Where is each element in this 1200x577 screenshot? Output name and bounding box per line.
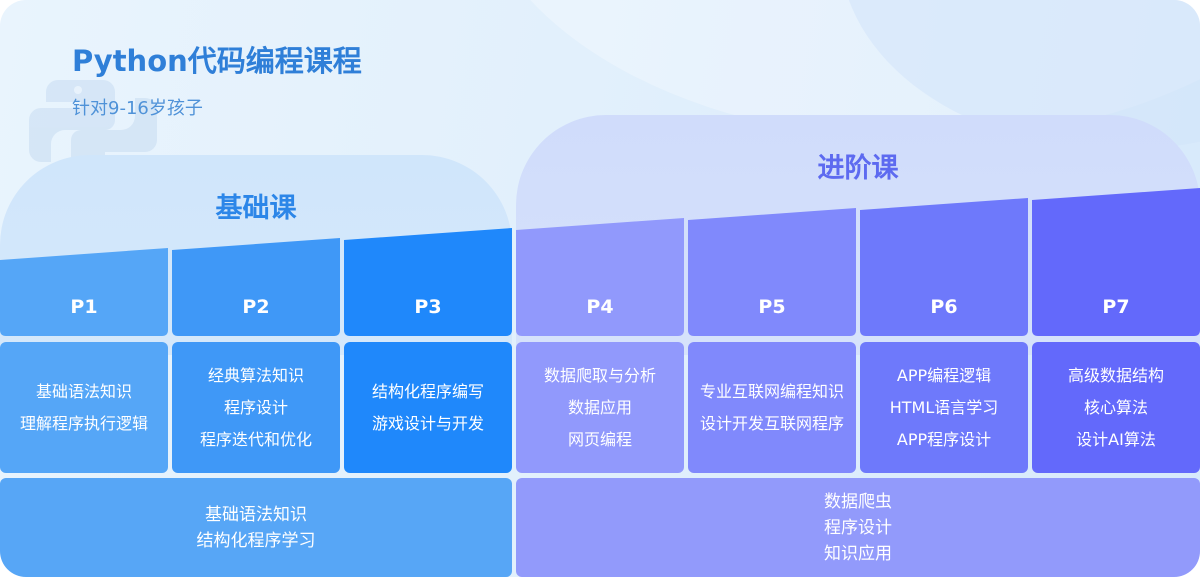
level-label: P7 bbox=[1102, 296, 1130, 318]
advanced-summary: 数据爬虫 程序设计 知识应用 bbox=[516, 478, 1200, 577]
topic-item: 数据爬取与分析 bbox=[543, 365, 656, 385]
level-header-p5: P5 bbox=[688, 208, 856, 336]
level-header-shape bbox=[344, 228, 512, 336]
level-header-shape bbox=[0, 248, 168, 336]
level-label: P3 bbox=[414, 296, 442, 318]
basic-section-title: 基础课 bbox=[215, 193, 297, 224]
topic-item: APP程序设计 bbox=[896, 429, 992, 449]
level-header-shape bbox=[688, 208, 856, 336]
summary-item: 数据爬虫 bbox=[824, 491, 892, 512]
basic-summary: 基础语法知识 结构化程序学习 bbox=[0, 478, 512, 577]
level-header-p7: P7 bbox=[1032, 188, 1200, 336]
summary-item: 基础语法知识 bbox=[205, 504, 307, 525]
topic-item: 经典算法知识 bbox=[207, 365, 304, 385]
level-topics-p4: 数据爬取与分析 数据应用 网页编程 bbox=[516, 342, 684, 473]
topic-item: APP编程逻辑 bbox=[896, 365, 992, 385]
topic-item: 核心算法 bbox=[1083, 397, 1148, 417]
topic-item: HTML语言学习 bbox=[889, 397, 999, 417]
level-header-p4: P4 bbox=[516, 218, 684, 336]
topic-item: 基础语法知识 bbox=[35, 381, 132, 401]
level-header-p6: P6 bbox=[860, 198, 1028, 336]
level-topics-p6: APP编程逻辑 HTML语言学习 APP程序设计 bbox=[860, 342, 1028, 473]
topic-item: 专业互联网编程知识 bbox=[699, 381, 844, 401]
level-label: P4 bbox=[586, 296, 614, 318]
summary-item: 知识应用 bbox=[824, 543, 892, 564]
summary-item: 程序设计 bbox=[824, 517, 892, 538]
topic-item: 数据应用 bbox=[567, 397, 632, 417]
level-label: P2 bbox=[242, 296, 270, 318]
level-header-shape bbox=[516, 218, 684, 336]
level-label: P5 bbox=[758, 296, 786, 318]
level-header-p2: P2 bbox=[172, 238, 340, 336]
page-title: Python代码编程课程 bbox=[72, 44, 362, 78]
level-header-shape bbox=[1032, 188, 1200, 336]
level-header-p1: P1 bbox=[0, 248, 168, 336]
topic-item: 结构化程序编写 bbox=[371, 381, 484, 401]
level-topics-p2: 经典算法知识 程序设计 程序迭代和优化 bbox=[172, 342, 340, 473]
topic-item: 设计开发互联网程序 bbox=[699, 413, 844, 433]
topic-item: 程序迭代和优化 bbox=[199, 429, 312, 449]
topic-item: 高级数据结构 bbox=[1067, 365, 1164, 385]
level-header-shape bbox=[860, 198, 1028, 336]
page-subtitle: 针对9-16岁孩子 bbox=[72, 98, 203, 119]
summary-item: 结构化程序学习 bbox=[196, 530, 316, 551]
topic-item: 设计AI算法 bbox=[1076, 429, 1156, 449]
level-label: P6 bbox=[930, 296, 958, 318]
level-topics-p7: 高级数据结构 核心算法 设计AI算法 bbox=[1032, 342, 1200, 473]
level-topics-p5: 专业互联网编程知识 设计开发互联网程序 bbox=[688, 342, 856, 473]
level-topics-p3: 结构化程序编写 游戏设计与开发 bbox=[344, 342, 512, 473]
level-header-p3: P3 bbox=[344, 228, 512, 336]
topic-item: 网页编程 bbox=[567, 429, 632, 449]
level-label: P1 bbox=[70, 296, 98, 318]
advanced-section-title: 进阶课 bbox=[817, 153, 899, 184]
topic-item: 程序设计 bbox=[223, 397, 288, 417]
topic-item: 游戏设计与开发 bbox=[371, 413, 484, 433]
level-header-shape bbox=[172, 238, 340, 336]
topic-item: 理解程序执行逻辑 bbox=[19, 413, 148, 433]
level-topics-p1: 基础语法知识 理解程序执行逻辑 bbox=[0, 342, 168, 473]
